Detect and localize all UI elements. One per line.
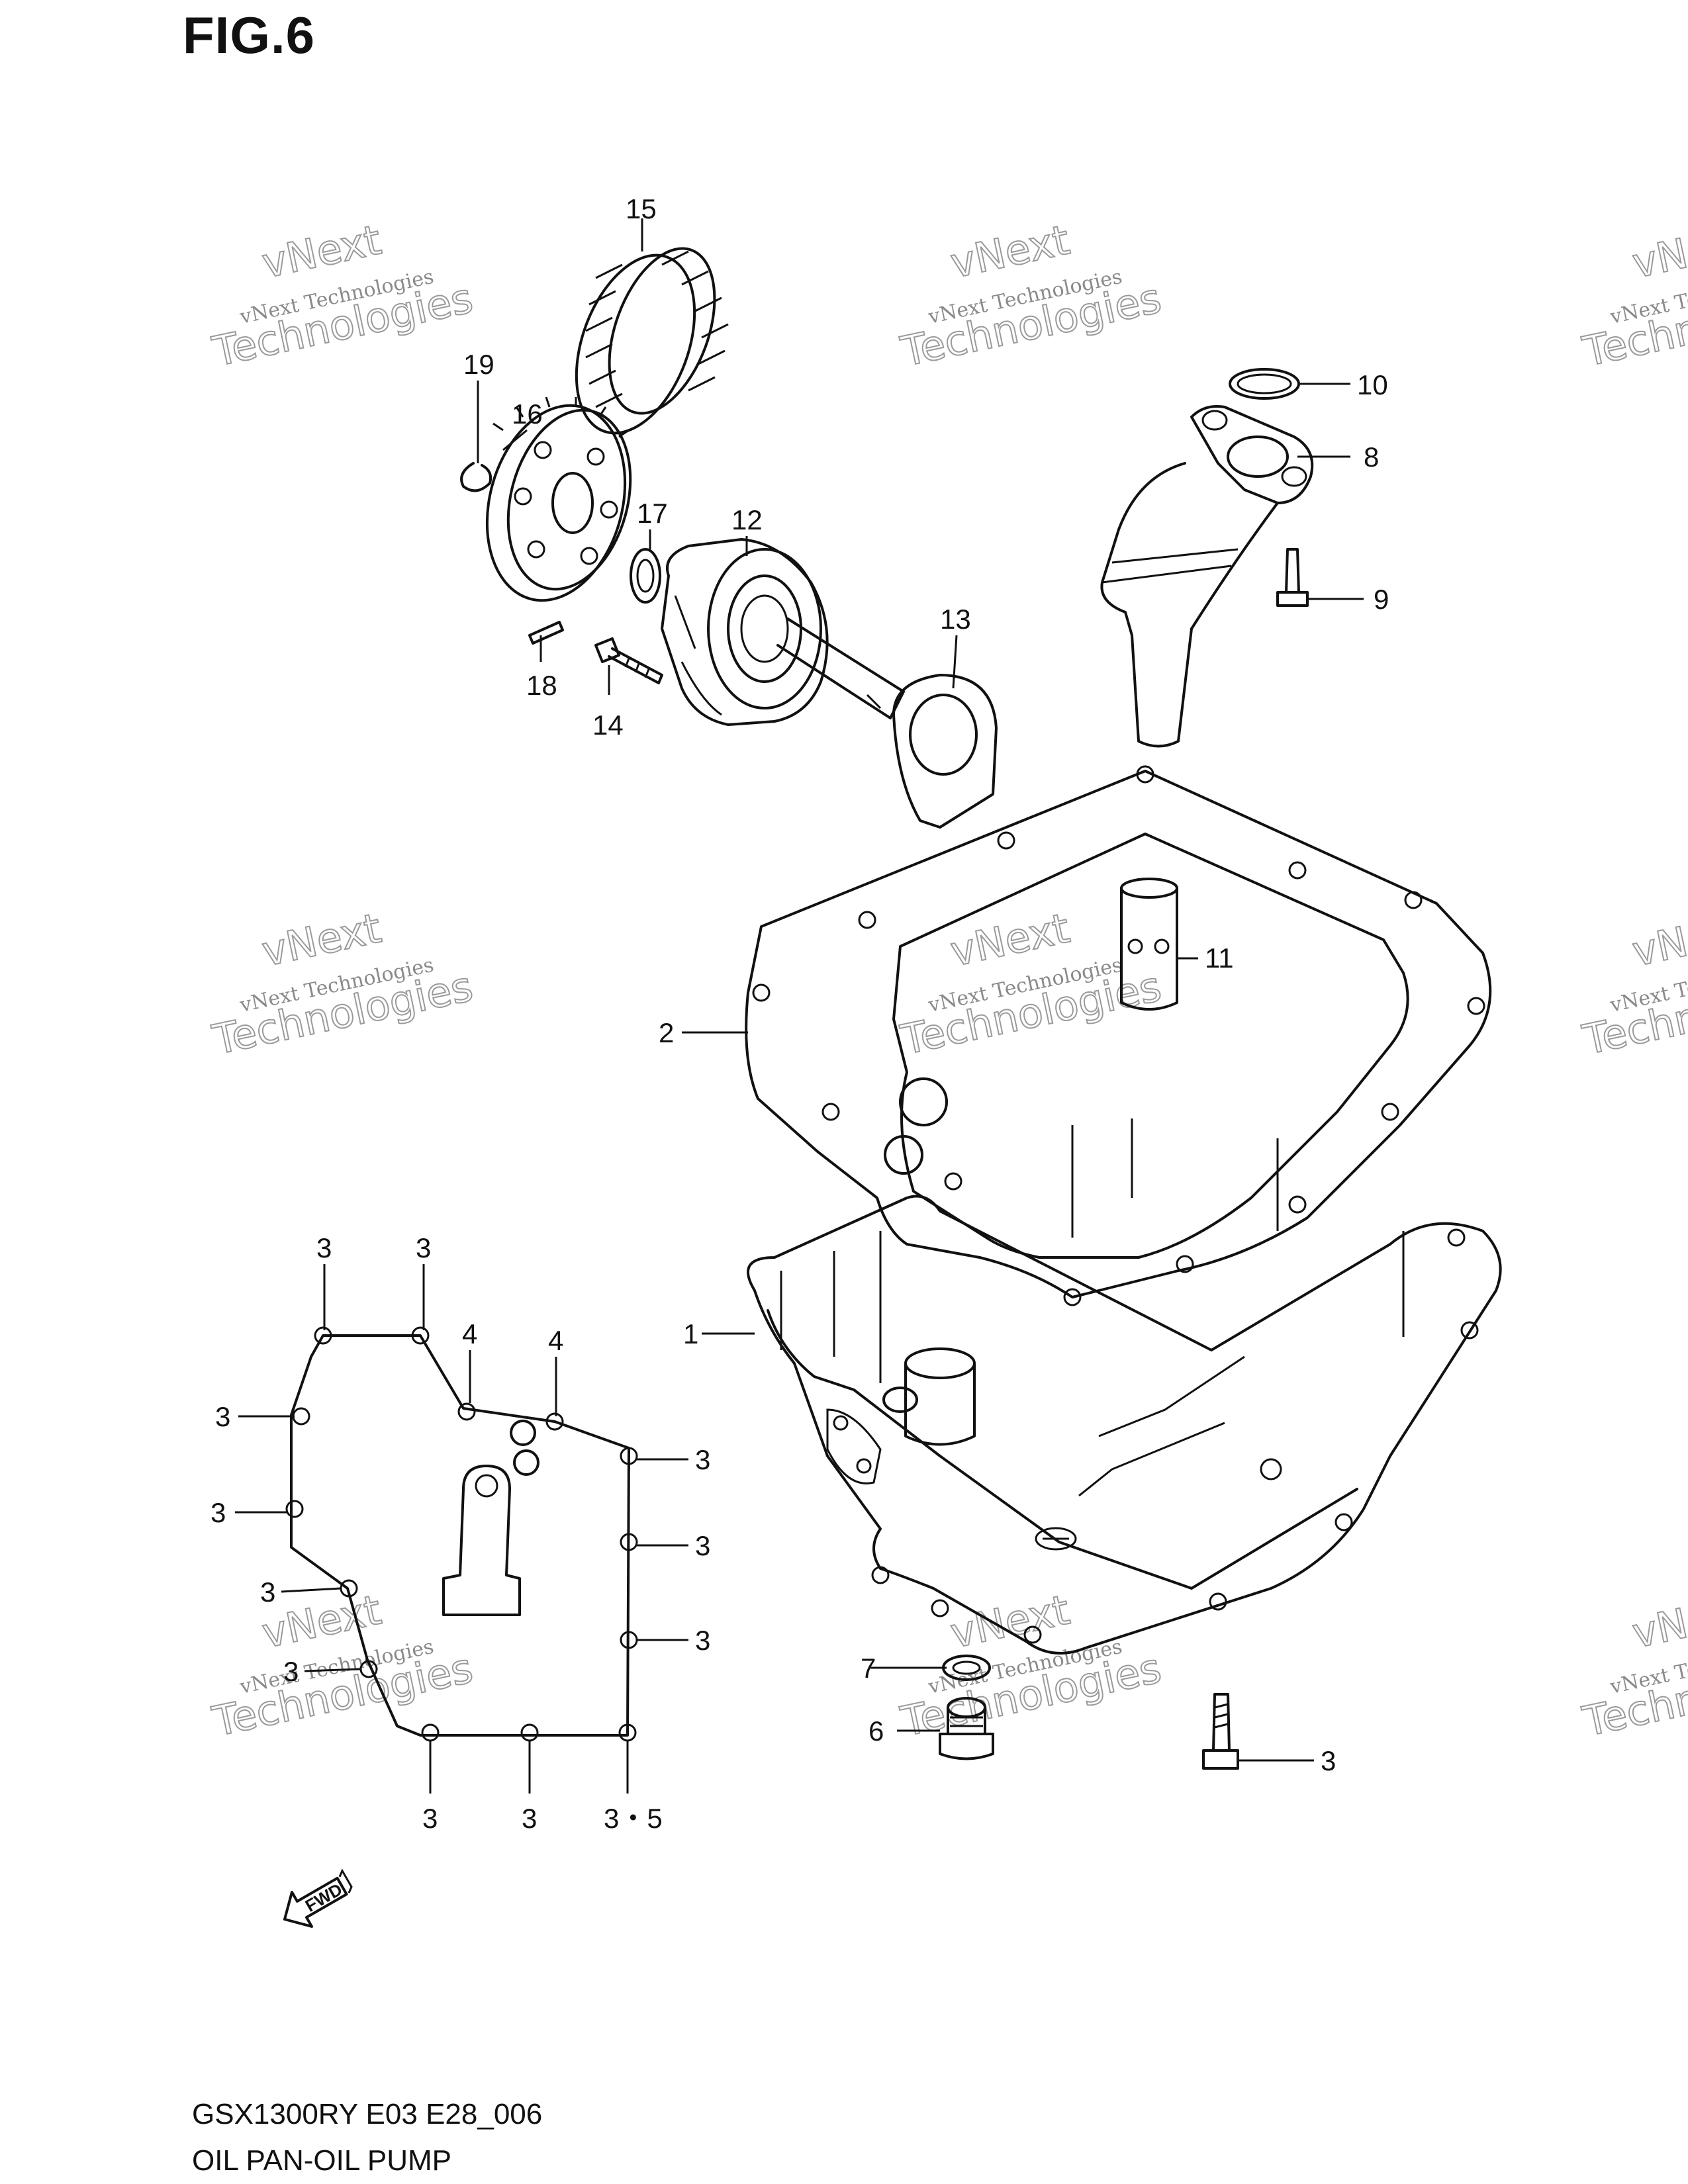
part-18-pin bbox=[528, 621, 564, 645]
callout-9: 9 bbox=[1374, 584, 1389, 615]
svg-text:vNext: vNext bbox=[1628, 215, 1688, 287]
callout-3-5: 3・5 bbox=[604, 1803, 663, 1834]
part-1-oil-pan bbox=[747, 1118, 1502, 1655]
fwd-arrow: FWD bbox=[283, 1868, 353, 1928]
callout-3: 3 bbox=[695, 1530, 710, 1561]
leader-lines bbox=[235, 218, 1364, 1794]
callout-3: 3 bbox=[422, 1803, 438, 1834]
part-15-gear bbox=[575, 247, 729, 435]
part-9-bolt bbox=[1276, 548, 1309, 607]
callout-19: 19 bbox=[463, 349, 494, 380]
svg-text:vNext: vNext bbox=[258, 903, 385, 976]
part-8-oil-strainer bbox=[1100, 405, 1314, 748]
figure-label: FIG.6 bbox=[183, 6, 316, 64]
model-code: GSX1300RY E03 E28_006 bbox=[192, 2098, 543, 2130]
svg-text:vNext: vNext bbox=[1628, 1585, 1688, 1657]
callout-15: 15 bbox=[626, 193, 657, 224]
diagram-title: OIL PAN-OIL PUMP bbox=[192, 2144, 452, 2177]
callout-4: 4 bbox=[462, 1318, 477, 1349]
callout-1: 1 bbox=[683, 1318, 698, 1349]
callout-11: 11 bbox=[1205, 942, 1234, 974]
callout-3: 3 bbox=[215, 1401, 230, 1432]
svg-text:vNext: vNext bbox=[947, 1585, 1074, 1657]
svg-text:vNext: vNext bbox=[258, 1585, 385, 1657]
callout-7: 7 bbox=[861, 1653, 876, 1684]
callout-2: 2 bbox=[659, 1017, 674, 1048]
svg-text:Technologies: Technologies bbox=[1579, 274, 1688, 376]
callouts: 15 19 16 17 12 18 14 13 10 8 9 11 2 1 7 … bbox=[211, 193, 1389, 1834]
part-13-gasket bbox=[892, 674, 998, 829]
callout-17: 17 bbox=[637, 498, 668, 529]
part-3-bolt bbox=[1202, 1693, 1239, 1770]
part-14-bolt bbox=[594, 637, 663, 684]
part-2-oil-pan-gasket bbox=[745, 765, 1492, 1306]
callout-16: 16 bbox=[512, 398, 543, 430]
callout-10: 10 bbox=[1357, 369, 1388, 400]
part-16-sprocket bbox=[485, 396, 632, 602]
callout-3: 3 bbox=[260, 1576, 275, 1608]
watermarks: vNext vNext Technologies Technologies vN… bbox=[208, 214, 1688, 1747]
callout-3: 3 bbox=[283, 1656, 299, 1687]
callout-12: 12 bbox=[731, 504, 763, 535]
svg-text:Technologies: Technologies bbox=[1579, 962, 1688, 1064]
svg-text:vNext: vNext bbox=[947, 215, 1074, 287]
svg-text:vNext: vNext bbox=[947, 903, 1074, 976]
callout-6: 6 bbox=[868, 1715, 884, 1747]
part-12-oil-pump bbox=[661, 538, 905, 726]
part-11-dowel bbox=[1120, 878, 1178, 1011]
part-17-washer bbox=[630, 548, 661, 604]
callout-8: 8 bbox=[1364, 441, 1379, 473]
part-6-drain-plug bbox=[939, 1697, 994, 1760]
svg-text:Technologies: Technologies bbox=[1579, 1644, 1688, 1746]
callout-18: 18 bbox=[526, 670, 557, 701]
callout-3: 3 bbox=[416, 1232, 431, 1263]
callout-4: 4 bbox=[548, 1325, 563, 1356]
callout-3-bolt: 3 bbox=[1321, 1745, 1336, 1776]
callout-3: 3 bbox=[695, 1444, 710, 1475]
part-10-o-ring bbox=[1229, 368, 1300, 400]
oil-pan-bolt-layout bbox=[285, 1326, 638, 1742]
svg-text:vNext: vNext bbox=[258, 215, 385, 287]
callout-14: 14 bbox=[592, 709, 624, 741]
callout-3: 3 bbox=[316, 1232, 332, 1263]
svg-text:vNext: vNext bbox=[1628, 903, 1688, 976]
callout-3: 3 bbox=[695, 1625, 710, 1656]
callout-13: 13 bbox=[940, 604, 971, 635]
part-19-circlip bbox=[460, 462, 492, 492]
callout-3: 3 bbox=[211, 1497, 226, 1528]
callout-3: 3 bbox=[522, 1803, 537, 1834]
